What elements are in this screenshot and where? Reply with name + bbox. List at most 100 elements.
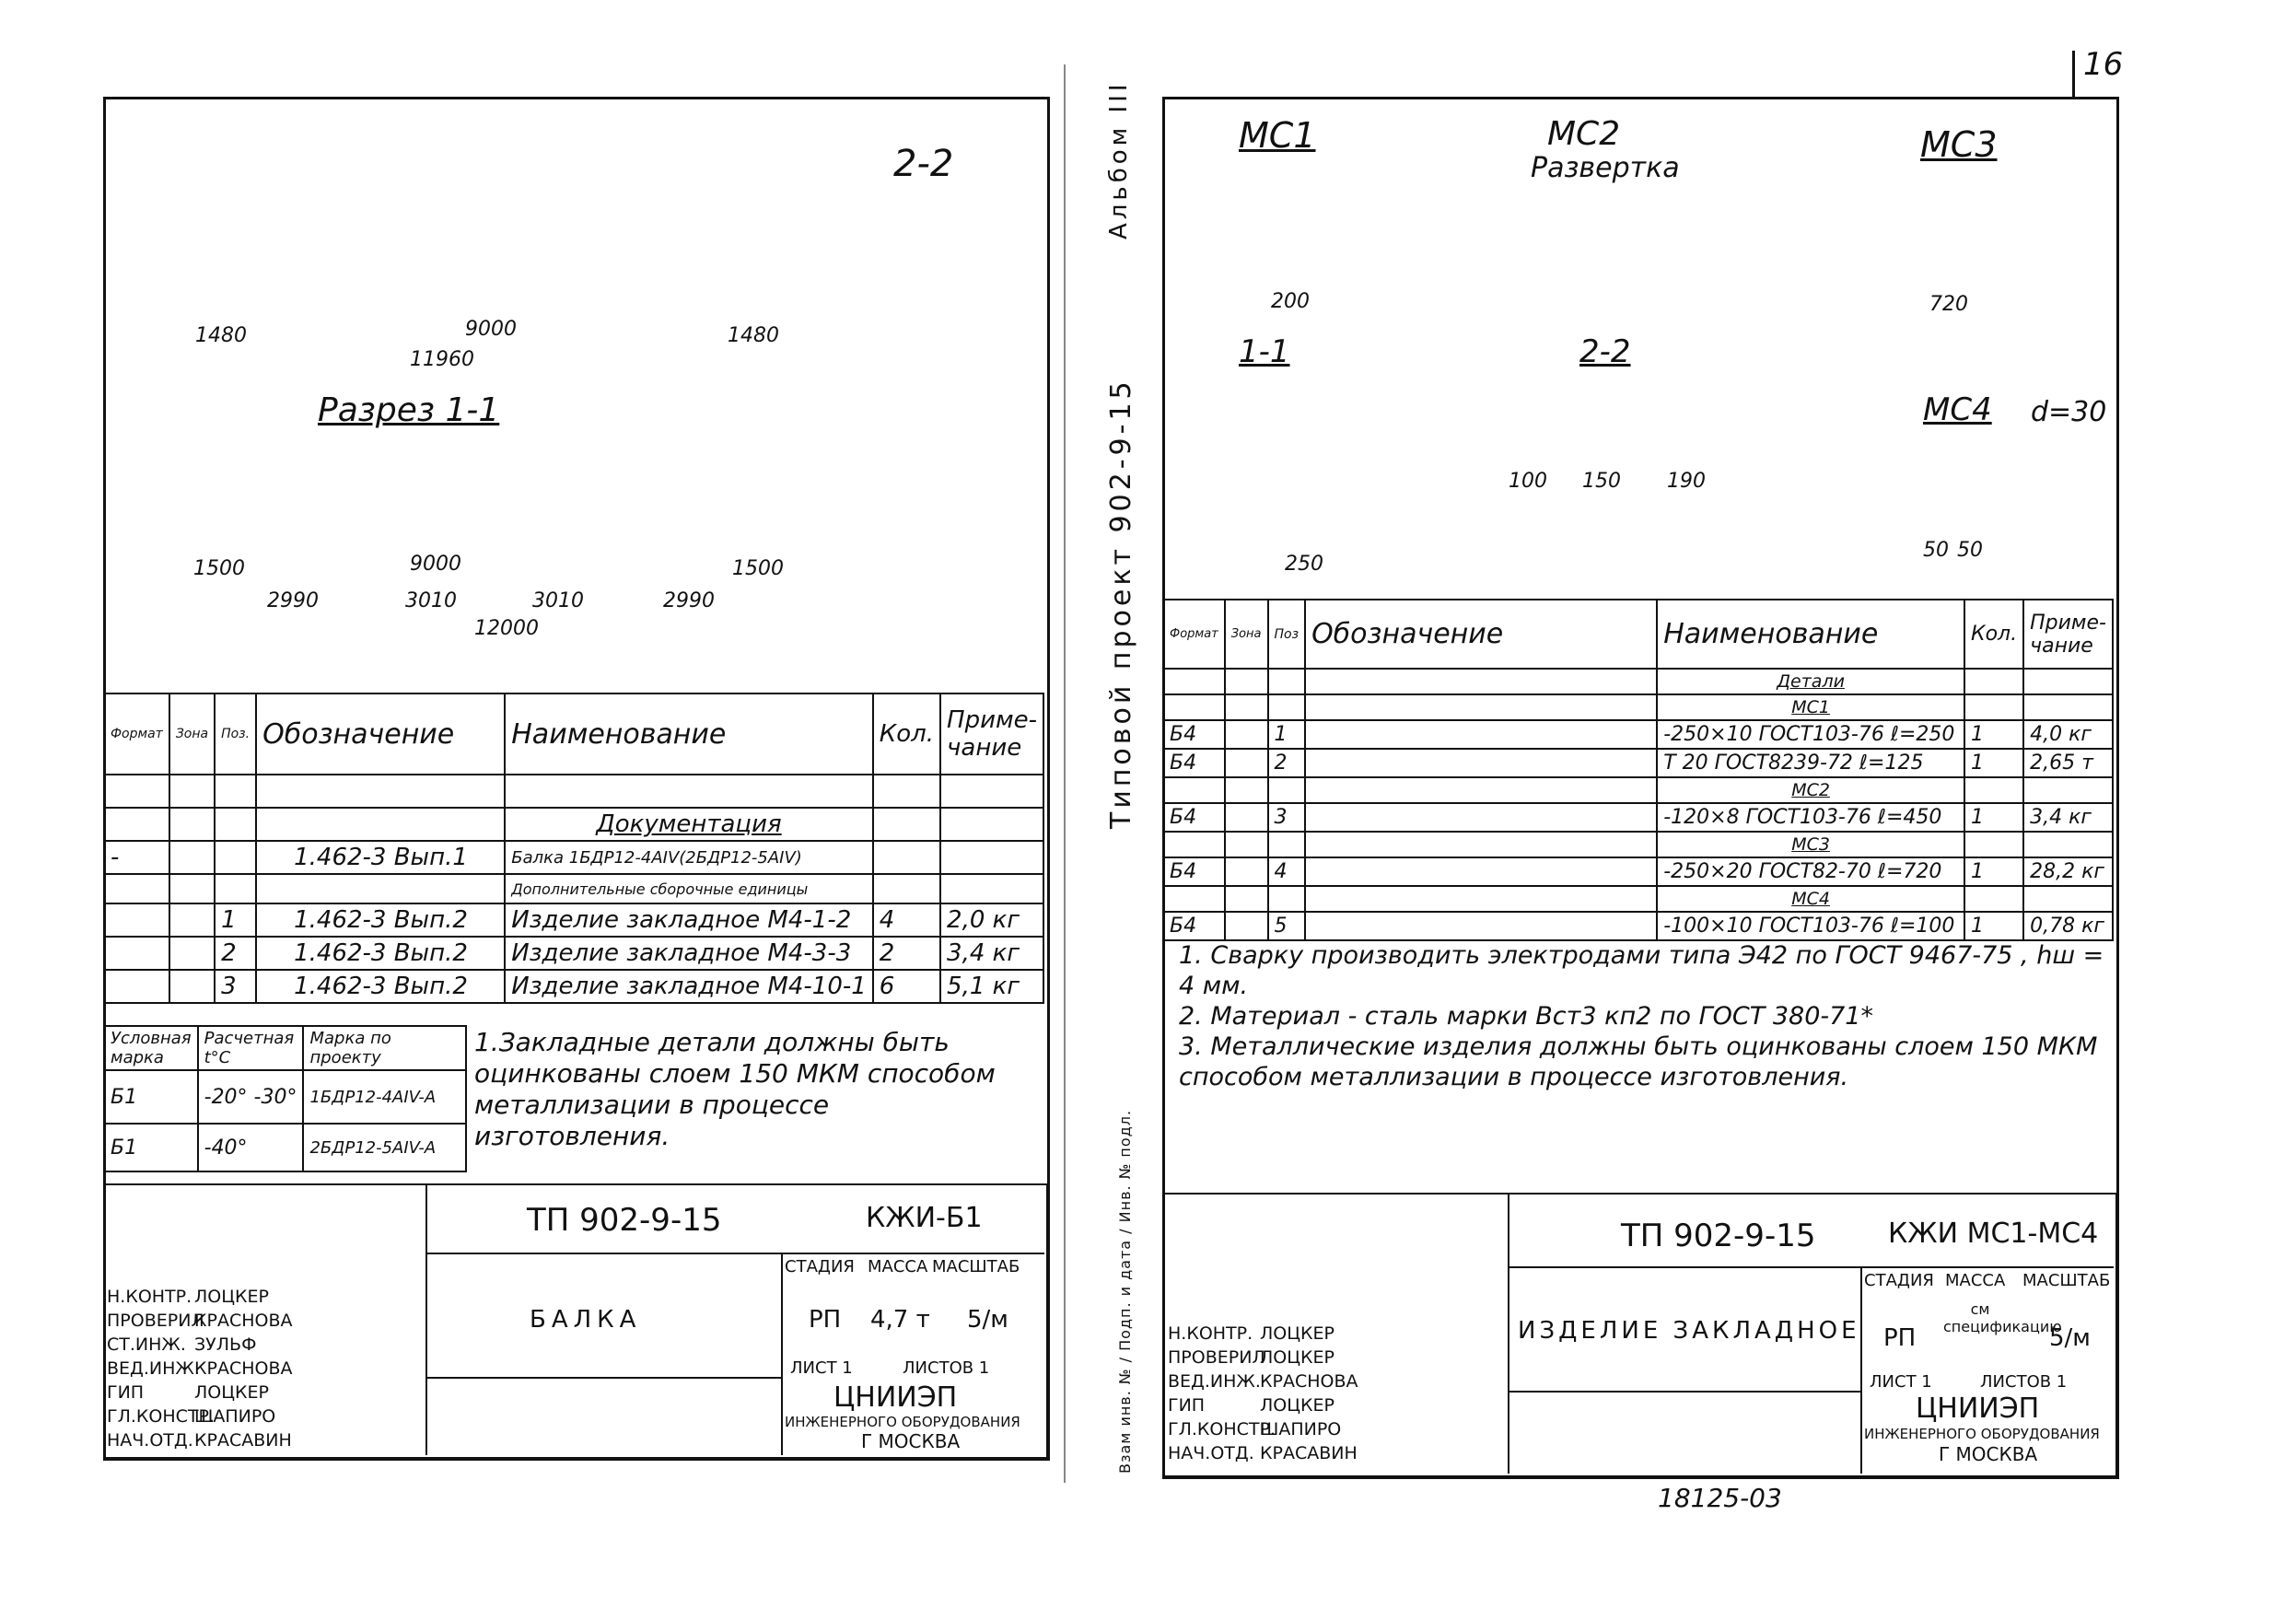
table-row: МС2 xyxy=(1162,776,2114,804)
dim-label: 200 xyxy=(1271,290,1310,313)
role-row: Н.КОНТР.ЛОЦКЕР xyxy=(1168,1323,1334,1344)
stage-value: РП xyxy=(1883,1324,1917,1352)
col-mark: Условная марка xyxy=(103,1025,199,1071)
role-row: НАЧ.ОТД.КРАСАВИН xyxy=(1168,1443,1358,1463)
divider xyxy=(425,1183,427,1455)
mc2-sub-label: Развертка xyxy=(1531,152,1680,184)
org-city: Г МОСКВА xyxy=(1939,1443,2038,1465)
divider xyxy=(1508,1193,1509,1474)
spec-name: -120×8 ГОСТ103-76 ℓ=450 xyxy=(1656,802,1965,833)
section-2-2-label: 2-2 xyxy=(893,143,954,185)
mass-header: МАССА xyxy=(1945,1271,2006,1290)
dim-label: 3010 xyxy=(532,589,584,612)
spec-name: -250×10 ГОСТ103-76 ℓ=250 xyxy=(1656,719,1965,750)
page-number: 16 xyxy=(2083,46,2124,83)
spec-name: МС4 xyxy=(1656,885,1965,913)
stage-value: РП xyxy=(809,1306,842,1334)
dim-label: 1480 xyxy=(728,324,779,347)
spec-name: Изделие закладное М4-1-2 xyxy=(504,903,874,938)
table-row: - 1.462-3 Вып.1 Балка 1БДР12-4АIV(2БДР12… xyxy=(103,840,1044,875)
left-note: 1.Закладные детали должны быть оцинкован… xyxy=(474,1027,996,1152)
spec-name: -100×10 ГОСТ103-76 ℓ=100 xyxy=(1656,911,1965,941)
table-header-row: Формат Зона Поз. Обозначение Наименовани… xyxy=(103,693,1044,775)
mass-value: см спецификацию xyxy=(1943,1300,2062,1335)
table-row: Б1-40° 2БДР12-5АIV-А xyxy=(103,1123,467,1172)
table-row: МС3 xyxy=(1162,831,2114,858)
spec-name: МС2 xyxy=(1656,776,1965,804)
mass-header: МАССА xyxy=(868,1257,928,1276)
conditions-table: Условная марка Расчетная t°C Марка по пр… xyxy=(103,1025,467,1172)
table-row: Детали xyxy=(1162,668,2114,695)
titleblock-name: БАЛКА xyxy=(530,1306,642,1334)
dim-label: 190 xyxy=(1667,470,1706,493)
scale-value: 5/м xyxy=(2049,1324,2091,1352)
roles-list: Н.КОНТР.ЛОЦКЕР ПРОВЕРИЛКРАСНОВА СТ.ИНЖ.З… xyxy=(107,1285,293,1452)
divider xyxy=(781,1253,783,1455)
divider xyxy=(425,1253,1044,1254)
table-row: Документация xyxy=(103,807,1044,842)
mc3-label: МС3 xyxy=(1920,124,1998,165)
table-header-row: Формат Зона Поз Обозначение Наименование… xyxy=(1162,599,2114,670)
role-row: ПРОВЕРИЛКРАСНОВА xyxy=(107,1311,293,1331)
note-line: 2. Материал - сталь марки Вст3 кп2 по ГО… xyxy=(1179,1001,1873,1031)
dim-label: 720 xyxy=(1929,293,1968,316)
table-row: Б1-20° -30° 1БДР12-4АIV-А xyxy=(103,1069,467,1125)
spec-name: МС3 xyxy=(1656,831,1965,858)
dim-label: 50 xyxy=(1923,539,1949,562)
sheets-value: ЛИСТОВ 1 xyxy=(1980,1372,2068,1392)
stage-header: СТАДИЯ xyxy=(785,1257,855,1276)
col-name: Наименование xyxy=(1656,599,1965,670)
col-zone: Зона xyxy=(168,693,216,775)
dim-label: 11960 xyxy=(410,348,474,371)
right-notes: 1. Сварку производить электродами типа Э… xyxy=(1179,941,2104,1093)
col-qty: Кол. xyxy=(871,693,942,775)
spec-name: Изделие закладное М4-3-3 xyxy=(504,936,874,971)
table-row: 2 1.462-3 Вып.2 Изделие закладное М4-3-3… xyxy=(103,936,1044,971)
role-row: ВЕД.ИНЖ.КРАСНОВА xyxy=(1168,1371,1358,1392)
divider xyxy=(1860,1266,1862,1474)
table-row: МС4 xyxy=(1162,885,2114,913)
footer-code: 18125-03 xyxy=(1658,1483,1782,1513)
mass-value: 4,7 т xyxy=(870,1306,930,1334)
spec-name: Документация xyxy=(504,807,874,842)
col-temp: Расчетная t°C xyxy=(196,1025,305,1071)
spec-name: Балка 1БДР12-4АIV(2БДР12-5АIV) xyxy=(504,840,874,875)
note-line: 1. Сварку производить электродами типа Э… xyxy=(1179,941,2104,1000)
dim-label: 150 xyxy=(1582,470,1621,493)
divider xyxy=(1508,1266,2114,1268)
dim-label: 1500 xyxy=(193,557,245,580)
vertical-title: Типовой проект 902-9-15 xyxy=(1105,378,1137,829)
titleblock-sheet-code: КЖИ-Б1 xyxy=(866,1202,983,1234)
mc1-label: МС1 xyxy=(1239,115,1316,156)
side-stamp: Взам инв. № / Подп. и дата / Инв. № подл… xyxy=(1116,1109,1134,1474)
note-line: 3. Металлические изделия должны быть оци… xyxy=(1179,1031,2098,1091)
col-note: Приме-чание xyxy=(939,693,1044,775)
titleblock-code: ТП 902-9-15 xyxy=(527,1202,722,1239)
scale-value: 5/м xyxy=(967,1306,1008,1334)
table-row: 3 1.462-3 Вып.2 Изделие закладное М4-10-… xyxy=(103,969,1044,1004)
role-row: ПРОВЕРИЛЛОЦКЕР xyxy=(1168,1347,1334,1368)
dim-label: 12000 xyxy=(474,617,539,640)
dim-label: 1480 xyxy=(195,324,247,347)
page-number-divider xyxy=(2072,51,2075,101)
stage-header: СТАДИЯ xyxy=(1864,1271,1934,1290)
scale-header: МАСШТАБ xyxy=(2022,1271,2111,1290)
org-city: Г МОСКВА xyxy=(861,1430,961,1452)
org-name: ЦНИИЭП xyxy=(833,1381,958,1414)
table-row: МС1 xyxy=(1162,693,2114,721)
col-format: Формат xyxy=(103,693,170,775)
org-name-2: ИНЖЕНЕРНОГО ОБОРУДОВАНИЯ xyxy=(1864,1426,2100,1442)
col-note: Приме-чание xyxy=(2022,599,2114,670)
spec-name: -250×20 ГОСТ82-70 ℓ=720 xyxy=(1656,857,1965,887)
sheet-value: ЛИСТ 1 xyxy=(1870,1372,1932,1392)
fold-line xyxy=(1064,64,1066,1483)
titleblock-name: ИЗДЕЛИЕ ЗАКЛАДНОЕ xyxy=(1518,1317,1860,1345)
titleblock-code: ТП 902-9-15 xyxy=(1621,1218,1816,1254)
col-designation: Обозначение xyxy=(1304,599,1659,670)
hole-diameter-label: d=30 xyxy=(2031,396,2107,428)
right-titleblock xyxy=(1162,1193,2117,1477)
